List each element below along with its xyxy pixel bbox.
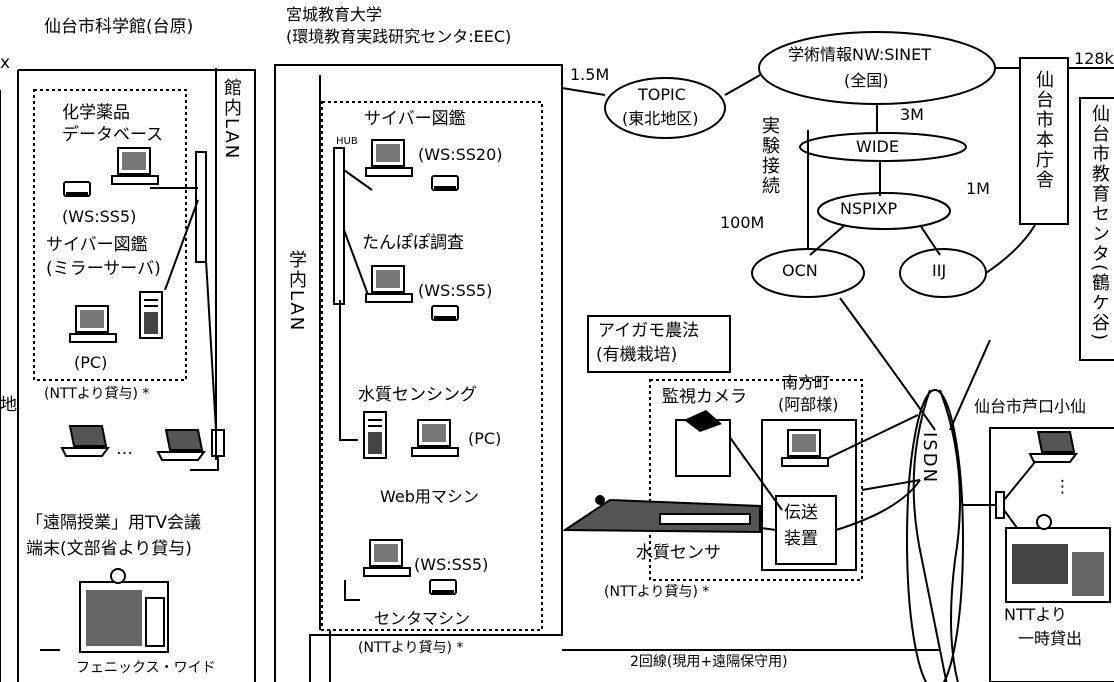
db-label-2: データベース: [62, 125, 164, 145]
topic-label-1: TOPIC: [638, 85, 686, 104]
left-dots: …: [116, 439, 133, 459]
tanpopo-ws-label: (WS:SS5): [418, 281, 493, 300]
left-building-title: 仙台市科学館(台原): [44, 17, 194, 37]
sinet-label-2: (全国): [844, 71, 889, 90]
tv-label-2: 端末(文部省より貸与): [26, 539, 192, 559]
wide-label: WIDE: [856, 137, 899, 156]
minamikata-label-1: 南方町: [782, 373, 831, 392]
left-pc-label: (PC): [74, 353, 108, 372]
transmitter-label-2: 装置: [784, 529, 818, 549]
univ-lan-label: 学内LAN: [286, 250, 307, 333]
camera-label: 監視カメラ: [662, 387, 747, 407]
phoenix-label: フェニックス・ワイド: [76, 660, 216, 676]
experiment-label: 実験接続: [759, 116, 780, 196]
field-ntt-label: (NTTより貸与) *: [604, 584, 710, 600]
aigamo-label-2: (有機栽培): [596, 345, 678, 365]
tanpopo-label: たんぽぽ調査: [362, 233, 464, 253]
iij-label: IIJ: [932, 261, 947, 280]
bw-1m: 1M: [966, 179, 990, 198]
cyber-ws-label: (WS:SS20): [418, 145, 503, 164]
bw-100m: 100M: [720, 213, 765, 232]
camera-icon: [675, 410, 731, 477]
isdn-label: ISDN: [919, 432, 940, 485]
left-edge-text: 地: [0, 395, 17, 415]
bw-3m: 3M: [900, 105, 924, 124]
school-ntt-label-2: 一時貸出: [1018, 629, 1083, 648]
city-hall-label: 仙台市本庁舎: [1033, 70, 1054, 190]
water-sensing-label: 水質センシング: [358, 385, 477, 405]
nspixp-label: NSPIXP: [840, 199, 898, 218]
sinet-label-1: 学術情報NW:SINET: [788, 45, 931, 64]
transmitter-label-1: 伝送: [784, 503, 818, 523]
center-ws-label: (WS:SS5): [414, 555, 489, 574]
univ-subtitle: (環境教育実践研究センタ:EEC): [286, 27, 512, 46]
ocn-label: OCN: [782, 261, 818, 280]
center-machine-label: センタマシン: [374, 609, 471, 628]
left-edge-mark: x: [0, 53, 11, 73]
left-lan-label: 館内LAN: [221, 78, 242, 161]
mirror-label-1: サイバー図鑑: [46, 235, 148, 255]
hub-label: HUB: [336, 136, 358, 147]
two-lines-label: 2回線(現用+遠隔保守用): [630, 654, 788, 670]
water-pc-label: (PC): [468, 429, 502, 448]
edu-center-label: 仙台市教育センタ(鶴ケ谷): [1089, 104, 1110, 343]
minamikata-label-2: (阿部様): [778, 395, 839, 414]
bw-128k: 128k: [1074, 49, 1114, 68]
water-sensor-label: 水質センサ: [636, 543, 721, 563]
cyber-label: サイバー図鑑: [364, 109, 466, 129]
mirror-label-2: (ミラーサーバ): [46, 259, 161, 279]
school-ntt-label-1: NTTより: [1004, 605, 1067, 624]
school-title: 仙台市芦口小仙: [974, 397, 1087, 416]
school-icon: [1005, 514, 1111, 603]
univ-ntt-label: (NTTより貸与) *: [358, 640, 464, 656]
aigamo-label-1: アイガモ農法: [598, 321, 700, 341]
left-ntt-label: (NTTより貸与) *: [44, 386, 150, 402]
db-label-1: 化学薬品: [62, 103, 130, 123]
tv-terminal-icon: [79, 568, 169, 653]
web-machine-label: Web用マシン: [380, 487, 479, 506]
tv-label-1: 「遠隔授業」用TV会議: [26, 513, 202, 533]
univ-title: 宮城教育大学: [286, 5, 383, 24]
school-dots: ⋮: [1054, 477, 1071, 497]
topic-label-2: (東北地区): [622, 109, 699, 128]
bw-1-5m: 1.5M: [570, 65, 610, 84]
water-sensor-icon: [561, 495, 761, 534]
db-ws-label: (WS:SS5): [62, 207, 137, 226]
